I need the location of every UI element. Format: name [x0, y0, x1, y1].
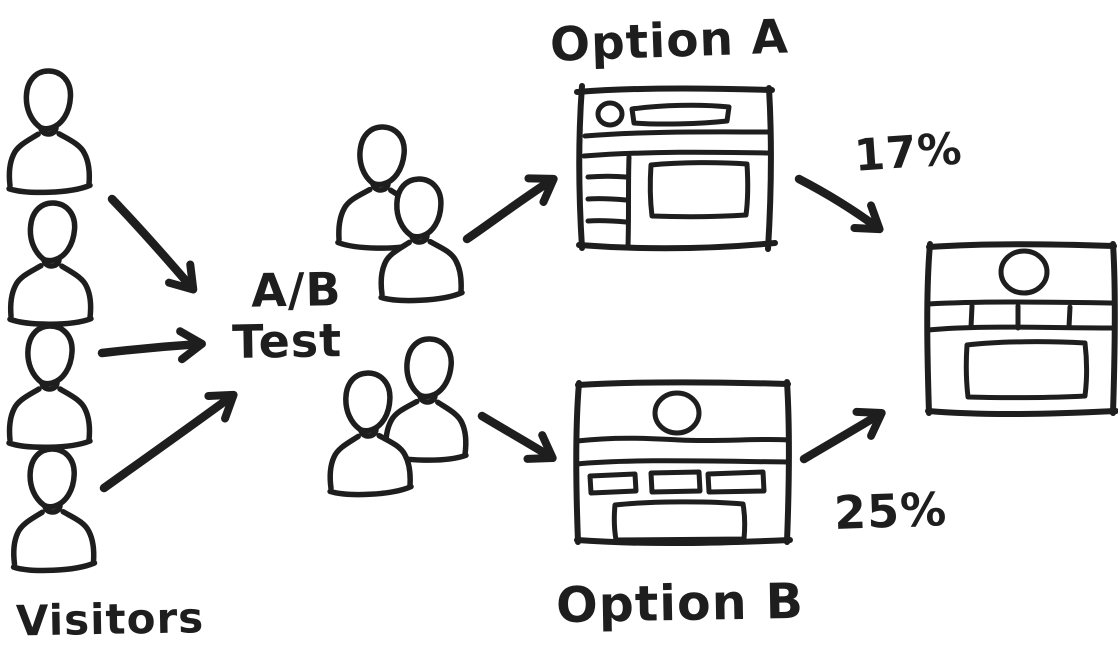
ab-test-label-line2: Test [232, 313, 343, 369]
cohort-a-arrow [462, 174, 558, 244]
conversion-a-arrow [794, 174, 884, 234]
cohort-b-group [326, 337, 471, 496]
browser-a-logo-circle [595, 100, 625, 128]
browser-b-nav-button [648, 469, 703, 495]
person-icon [10, 201, 95, 325]
split-in-arrows [97, 194, 238, 493]
person-icon [385, 337, 472, 462]
person-icon [10, 447, 96, 571]
option-a-label: Option A [549, 10, 789, 73]
split-arrow [99, 390, 238, 493]
browser-a-sidebar-rung [585, 196, 629, 203]
ab-test-label-line1: A/B [251, 262, 342, 318]
winner-navbar-divider [968, 303, 975, 330]
browser-a-search-bar [629, 102, 732, 127]
winner-logo-circle [998, 248, 1050, 296]
winner-navbar-divider [1066, 304, 1073, 330]
conversion-b-label: 25% [833, 482, 948, 540]
option-b-label: Option B [556, 573, 805, 634]
browser-b-nav-button [705, 469, 767, 495]
cohort-b-arrow [477, 411, 557, 463]
browser-a-frame [574, 83, 778, 252]
browser-a-content-box [647, 160, 751, 220]
person-icon [9, 325, 91, 447]
browser-b-logo-circle [652, 390, 702, 436]
browser-a-toolbar-divider [582, 129, 771, 139]
browser-a-sidebar-rung [585, 218, 629, 225]
split-arrow [97, 327, 206, 364]
conversion-b-arrow [799, 407, 886, 464]
winner-wireframe [924, 241, 1118, 418]
winner-navbar-bottom-line [925, 324, 1117, 333]
browser-a-content-divider [581, 149, 773, 159]
cohort-a-group [338, 125, 464, 302]
ab-test-label: A/B Test [232, 262, 343, 369]
browser-b-nav-button [587, 471, 639, 496]
browser-b-content-box [611, 499, 748, 543]
browser-a-wireframe [574, 83, 778, 252]
conversion-a-label: 17% [853, 123, 965, 181]
winner-content-box [963, 339, 1089, 401]
winner-frame [924, 241, 1118, 418]
browser-b-navbar-bottom-line [574, 458, 790, 467]
person-icon [7, 69, 92, 193]
browser-b-wireframe [573, 379, 793, 547]
browser-a-sidebar-line [625, 154, 632, 249]
browser-b-navbar-top-line [574, 435, 791, 444]
split-arrow [107, 194, 198, 294]
winner-navbar-top-line [925, 299, 1117, 307]
visitors-label: Visitors [16, 593, 205, 645]
visitors-group: Visitors [7, 69, 205, 645]
browser-a-sidebar-rung [585, 173, 629, 180]
